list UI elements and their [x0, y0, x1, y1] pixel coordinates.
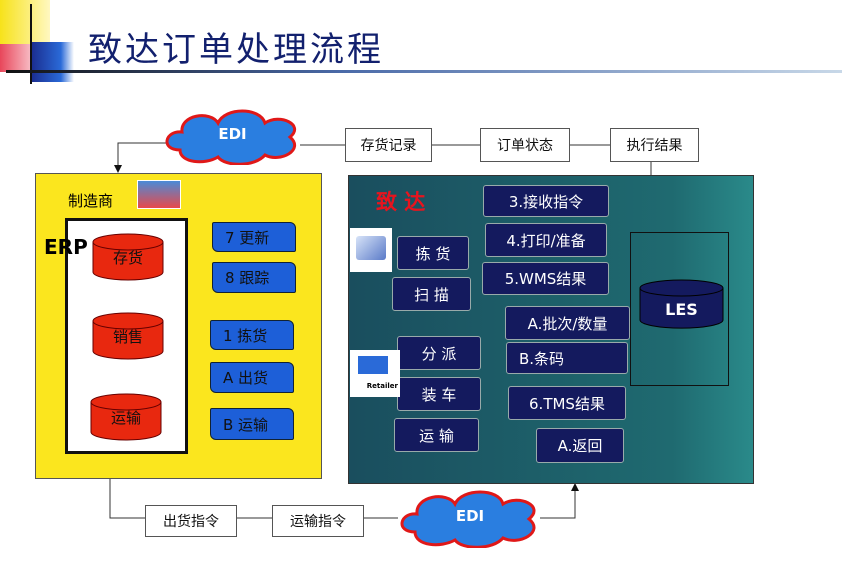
page-title: 致达订单处理流程: [88, 30, 384, 70]
db-inventory: 存货: [92, 233, 164, 281]
les-frame: [630, 232, 729, 386]
cloud-icon: [165, 109, 297, 166]
deco-red-square: [0, 44, 32, 72]
retailer-icon: Retailer: [350, 350, 400, 397]
scroll-picking: 1 拣货: [210, 320, 294, 350]
scroll-track: 8 跟踪: [212, 262, 296, 293]
cloud-icon: [400, 490, 536, 549]
action-loading: 装 车: [397, 377, 481, 411]
step-return: A.返回: [536, 428, 624, 463]
step-wms-result: 5.WMS结果: [482, 262, 609, 295]
action-picking: 拣 货: [397, 236, 469, 270]
action-transport: 运 输: [394, 418, 479, 452]
scroll-shipping: A 出货: [210, 362, 294, 393]
action-scanning: 扫 描: [392, 277, 471, 311]
action-dispatch: 分 派: [397, 336, 481, 370]
step-batch-quantity: A.批次/数量: [505, 306, 630, 340]
deco-hline: [6, 70, 842, 73]
zhida-label: 致 达: [376, 190, 426, 214]
les-database: LES: [639, 279, 724, 329]
edi-label: EDI: [455, 507, 485, 525]
step-print-prepare: 4.打印/准备: [485, 223, 607, 257]
deco-yellow-square: [0, 0, 50, 46]
edi-cloud-bottom: EDI: [395, 486, 545, 549]
db-label: 存货: [112, 248, 143, 267]
transport-instruction-box: 运输指令: [272, 505, 364, 537]
scroll-update: 7 更新: [212, 222, 296, 252]
execution-result-box: 执行结果: [610, 128, 699, 162]
retailer-text: Retailer: [366, 382, 398, 390]
scroll-transport: B 运输: [210, 408, 294, 440]
step-receive-instruction: 3.接收指令: [483, 185, 609, 217]
deco-blue-square: [30, 42, 74, 82]
shipping-instruction-box: 出货指令: [145, 505, 237, 537]
erp-label: ERP: [44, 235, 88, 259]
les-label: LES: [665, 299, 698, 319]
step-barcode: B.条码: [506, 342, 628, 374]
deco-vline: [30, 4, 32, 84]
manufacturer-label: 制造商: [68, 192, 114, 210]
factory-icon: [137, 180, 181, 209]
db-transport: 运输: [90, 393, 162, 441]
order-status-box: 订单状态: [480, 128, 570, 162]
db-label: 运输: [110, 408, 141, 427]
warehouse-icon: [350, 228, 392, 272]
edi-label: EDI: [218, 125, 247, 143]
db-label: 销售: [112, 327, 143, 346]
step-tms-result: 6.TMS结果: [508, 386, 626, 420]
db-sales: 销售: [92, 312, 164, 360]
inventory-record-box: 存货记录: [345, 128, 432, 162]
edi-cloud-top: EDI: [160, 105, 305, 166]
